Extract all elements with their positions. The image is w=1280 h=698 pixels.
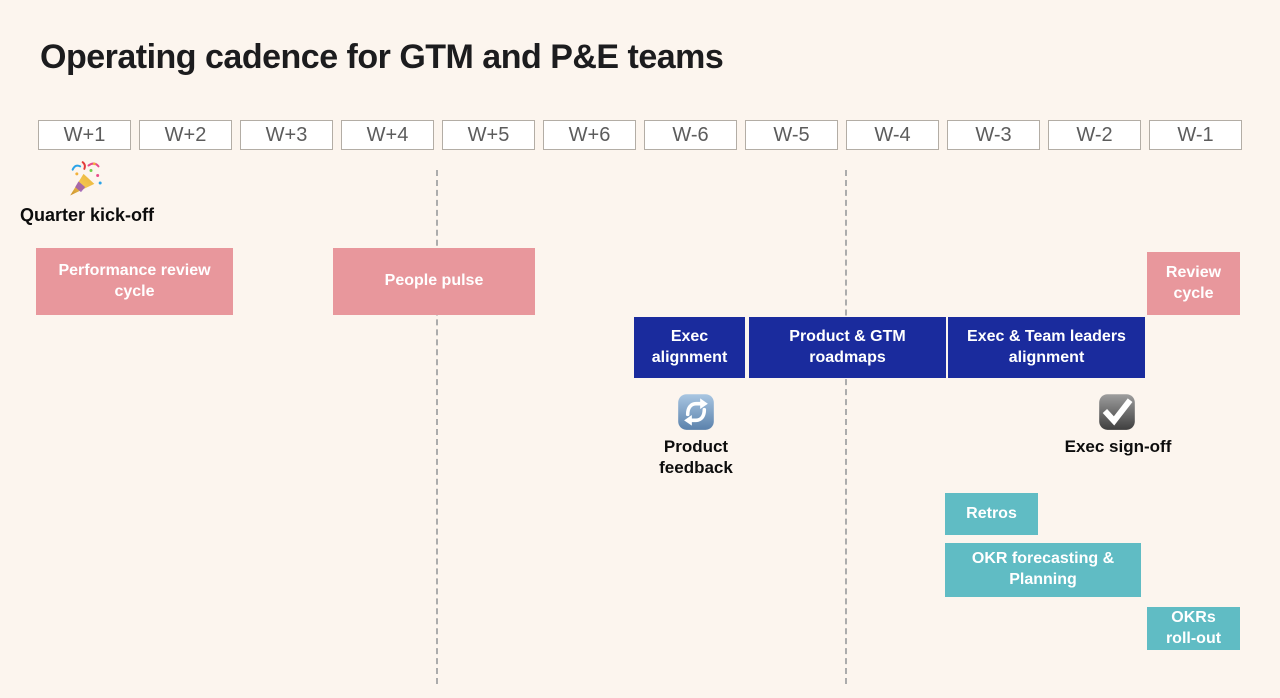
bar-review-cycle: Review cycle bbox=[1147, 252, 1240, 315]
week-label-w-plus-1: W+1 bbox=[38, 120, 131, 150]
week-label-w-minus-5: W-5 bbox=[745, 120, 838, 150]
bar-label: OKR forecasting & Planning bbox=[971, 550, 1115, 588]
bar-retros: Retros bbox=[945, 493, 1038, 535]
week-label-w-plus-3: W+3 bbox=[240, 120, 333, 150]
dashed-divider-line-right bbox=[845, 170, 847, 684]
page-title: Operating cadence for GTM and P&E teams bbox=[40, 38, 724, 76]
week-label-w-minus-2: W-2 bbox=[1048, 120, 1141, 150]
bar-people-pulse: People pulse bbox=[333, 248, 535, 315]
bar-label: Review cycle bbox=[1165, 263, 1222, 302]
week-label-w-plus-2: W+2 bbox=[139, 120, 232, 150]
check-mark-icon bbox=[1099, 394, 1135, 430]
product-feedback-label: Product feedback bbox=[659, 437, 733, 477]
dashed-divider-line-left bbox=[436, 170, 438, 684]
bar-label: Performance review cycle bbox=[58, 261, 211, 300]
bar-label: Product & GTM roadmaps bbox=[789, 327, 906, 366]
bar-performance-review-cycle: Performance review cycle bbox=[36, 248, 233, 315]
exec-signoff-label: Exec sign-off bbox=[1064, 437, 1172, 456]
quarter-kickoff-label: Quarter kick-off bbox=[19, 205, 155, 225]
bar-product-gtm-roadmaps: Product & GTM roadmaps bbox=[749, 317, 946, 378]
bar-label: Retros bbox=[966, 504, 1017, 522]
bar-label: Exec & Team leaders alignment bbox=[967, 327, 1126, 366]
party-popper-icon bbox=[70, 161, 102, 196]
bar-exec-alignment: Exec alignment bbox=[634, 317, 745, 378]
week-label-w-plus-4: W+4 bbox=[341, 120, 434, 150]
week-label-w-plus-5: W+5 bbox=[442, 120, 535, 150]
bar-label: Exec alignment bbox=[651, 327, 728, 366]
week-label-w-minus-6: W-6 bbox=[644, 120, 737, 150]
week-label-w-minus-4: W-4 bbox=[846, 120, 939, 150]
week-header-row: W+1 W+2 W+3 W+4 W+5 W+6 W-6 W-5 W-4 W-3 … bbox=[38, 120, 1242, 150]
repeat-arrows-icon bbox=[678, 394, 714, 430]
bar-label: People pulse bbox=[384, 272, 484, 290]
week-label-w-plus-6: W+6 bbox=[543, 120, 636, 150]
bar-exec-team-leaders-alignment: Exec & Team leaders alignment bbox=[948, 317, 1145, 378]
week-label-w-minus-1: W-1 bbox=[1149, 120, 1242, 150]
week-label-w-minus-3: W-3 bbox=[947, 120, 1040, 150]
bar-label: OKRs roll-out bbox=[1165, 608, 1222, 647]
bar-okr-forecasting-planning: OKR forecasting & Planning bbox=[945, 543, 1141, 597]
bar-okrs-roll-out: OKRs roll-out bbox=[1147, 607, 1240, 650]
